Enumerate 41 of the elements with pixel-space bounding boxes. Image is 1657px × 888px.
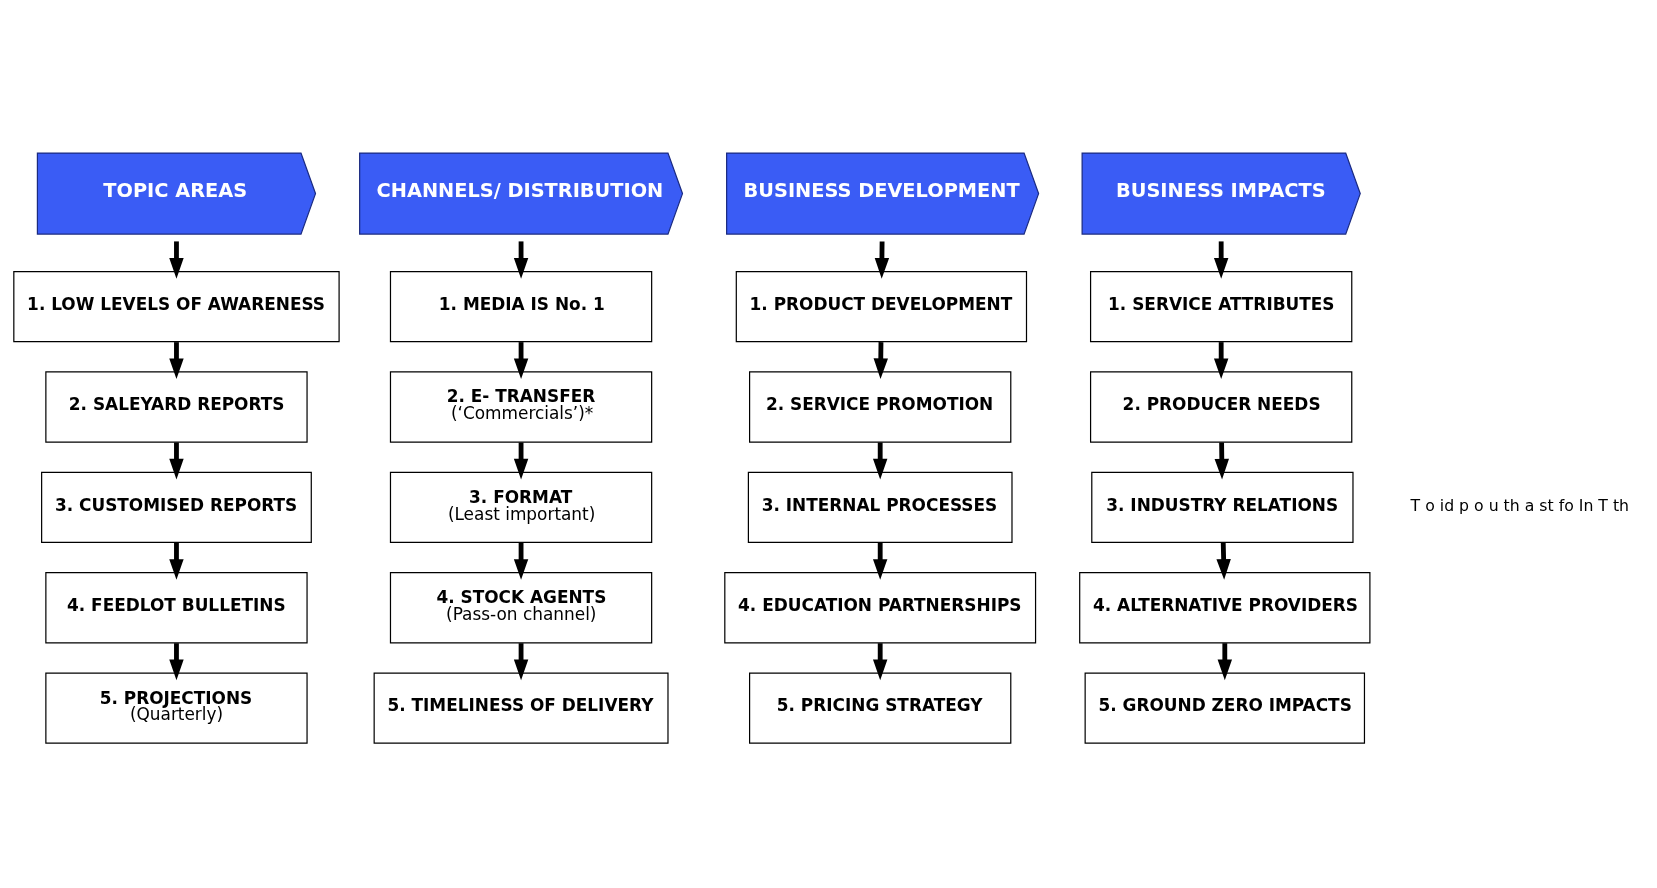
arrow [872,642,888,680]
node-box: 4. FEEDLOT BULLETINS [45,571,308,643]
arrow [513,240,529,279]
arrow [1213,240,1229,279]
arrow [872,442,888,479]
arrow [169,341,184,379]
label: T o id p o u th a st fo In T th [1410,495,1630,515]
arrow [513,341,529,379]
node-box: 5. PROJECTIONS (Quarterly) [45,671,308,744]
node-box: 3. FORMAT (Least important) [389,471,653,543]
node-box: 1. LOW LEVELS OF AWARENESS [13,270,340,342]
arrow [872,542,888,580]
arrow [513,642,529,680]
arrow [513,542,529,580]
node-box: 4. STOCK AGENTS (Pass-on channel) [389,571,653,643]
arrow [513,442,529,479]
node-box: 5. PRICING STRATEGY [749,671,1012,744]
arrow [1214,441,1230,479]
arrow [1216,542,1231,580]
node-box: 1. SERVICE ATTRIBUTES [1090,270,1353,342]
node-box: 4. EDUCATION PARTNERSHIPS [724,571,1037,643]
arrow [874,240,890,279]
arrow [169,642,184,680]
node-box: 2. E- TRANSFER (‘Commercials’)* [389,370,653,443]
arrow [873,341,888,379]
node-box: 4. ALTERNATIVE PROVIDERS [1079,571,1371,643]
arrow [1217,642,1233,680]
node-box: 5. TIMELINESS OF DELIVERY [373,671,669,744]
node-box: 3. INTERNAL PROCESSES [747,471,1013,543]
arrow [1213,341,1229,379]
arrow [169,542,184,580]
arrow [169,442,184,479]
node-box: 1. MEDIA IS No. 1 [389,270,653,342]
arrow [169,240,184,279]
node-box: 3. INDUSTRY RELATIONS [1091,471,1354,543]
node-box: 2. SALEYARD REPORTS [45,370,308,443]
node-box: 3. CUSTOMISED REPORTS [41,471,312,543]
node-box: 2. PRODUCER NEEDS [1090,370,1353,443]
node-box: 1. PRODUCT DEVELOPMENT [735,270,1028,342]
node-box: 2. SERVICE PROMOTION [749,370,1012,443]
node-box: 5. GROUND ZERO IMPACTS [1084,671,1366,744]
